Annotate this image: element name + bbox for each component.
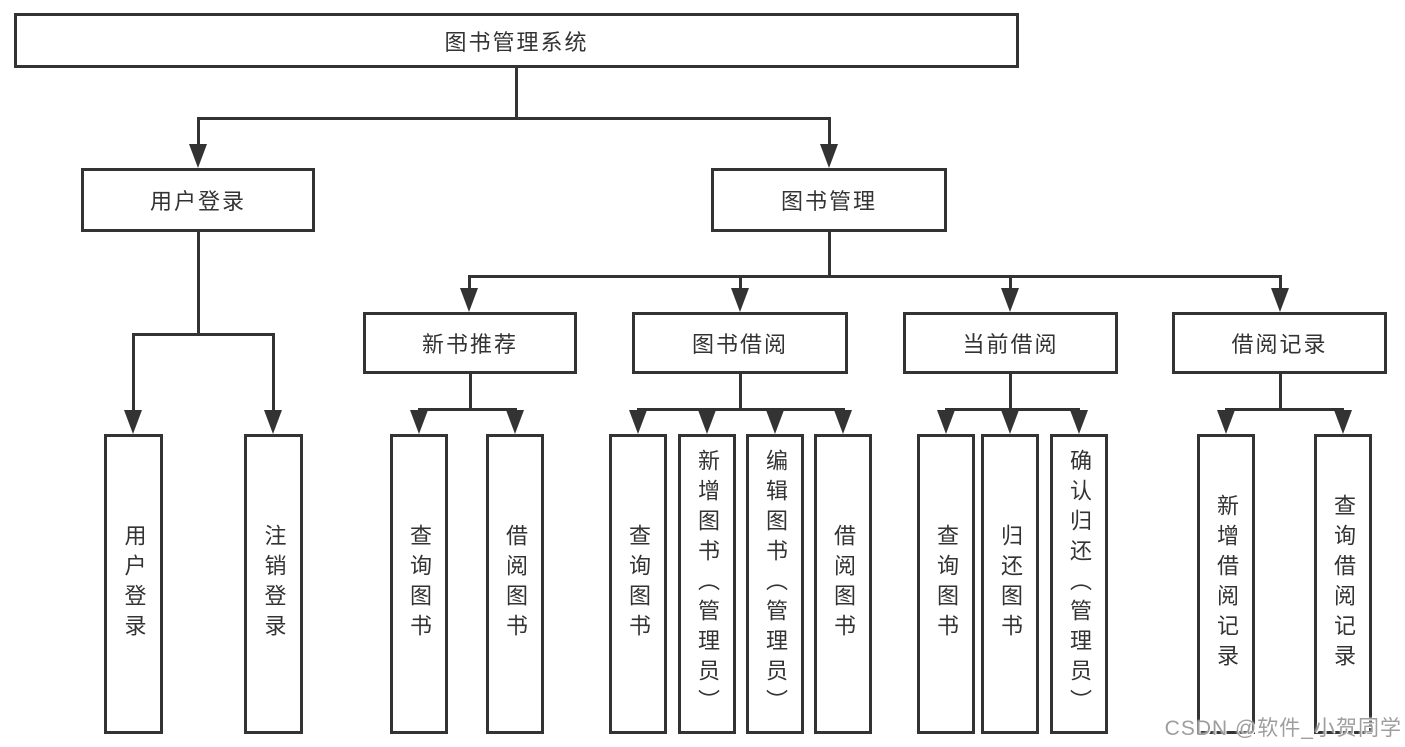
connector xyxy=(197,232,200,333)
arrow-down-icon xyxy=(1217,410,1235,434)
arrow-down-icon xyxy=(937,410,955,434)
node-new-book-recommend: 新书推荐 xyxy=(363,312,577,374)
arrow-down-icon xyxy=(189,144,207,168)
arrow-down-icon xyxy=(1070,410,1088,434)
leaf-borrow-books: 借阅图书 xyxy=(486,434,544,734)
connector xyxy=(132,333,275,336)
leaf-query-books: 查询图书 xyxy=(609,434,667,734)
leaf-label: 新增借阅记录 xyxy=(1214,494,1239,674)
connector xyxy=(1225,408,1344,411)
leaf-label: 查询图书 xyxy=(407,524,432,644)
connector xyxy=(1279,374,1282,408)
node-root: 图书管理系统 xyxy=(14,13,1019,68)
arrow-down-icon xyxy=(506,410,524,434)
connector xyxy=(469,374,472,408)
connector xyxy=(828,117,831,149)
connector xyxy=(418,408,517,411)
watermark: CSDN @软件_小贺同学 xyxy=(1164,717,1402,740)
connector xyxy=(637,408,845,411)
leaf-add-borrow-record: 新增借阅记录 xyxy=(1197,434,1255,734)
arrow-down-icon xyxy=(1001,410,1019,434)
connector xyxy=(828,232,831,275)
node-current-borrow-label: 当前借阅 xyxy=(962,332,1059,357)
connector xyxy=(739,275,742,291)
arrow-down-icon xyxy=(1001,288,1019,312)
leaf-query-books: 查询图书 xyxy=(917,434,975,734)
arrow-down-icon xyxy=(834,410,852,434)
connector xyxy=(945,408,1080,411)
connector xyxy=(1279,275,1282,291)
leaf-add-books-admin: 新增图书（管理员） xyxy=(678,434,736,734)
leaf-edit-books-admin: 编辑图书（管理员） xyxy=(746,434,804,734)
leaf-query-borrow-record: 查询借阅记录 xyxy=(1314,434,1372,734)
arrow-down-icon xyxy=(460,288,478,312)
node-book-borrow-label: 图书借阅 xyxy=(691,332,788,357)
node-user-login-label: 用户登录 xyxy=(149,189,246,214)
leaf-label: 注销登录 xyxy=(261,524,287,644)
leaf-borrow-books: 借阅图书 xyxy=(814,434,872,734)
leaf-label: 新增图书（管理员） xyxy=(695,449,720,719)
leaf-label: 归还图书 xyxy=(998,524,1023,644)
arrow-down-icon xyxy=(731,288,749,312)
node-user-login: 用户登录 xyxy=(81,168,315,232)
arrow-down-icon xyxy=(820,144,838,168)
connector xyxy=(272,333,275,412)
node-book-borrow: 图书借阅 xyxy=(632,312,848,374)
node-root-label: 图书管理系统 xyxy=(444,29,589,55)
leaf-label: 用户登录 xyxy=(121,524,147,644)
leaf-query-books: 查询图书 xyxy=(390,434,448,734)
leaf-label: 查询图书 xyxy=(626,524,651,644)
connector xyxy=(132,333,135,412)
leaf-label: 编辑图书（管理员） xyxy=(763,449,788,719)
leaf-user-login: 用户登录 xyxy=(104,434,163,734)
node-book-management-label: 图书管理 xyxy=(780,189,877,214)
arrow-down-icon xyxy=(1271,288,1289,312)
leaf-label: 查询图书 xyxy=(934,524,959,644)
leaf-label: 确认归还（管理员） xyxy=(1067,449,1092,719)
node-book-management: 图书管理 xyxy=(711,168,947,232)
arrow-down-icon xyxy=(264,410,282,434)
connector xyxy=(515,67,518,117)
node-borrow-records: 借阅记录 xyxy=(1172,312,1387,374)
arrow-down-icon xyxy=(410,410,428,434)
leaf-label: 借阅图书 xyxy=(503,524,528,644)
connector xyxy=(1009,374,1012,408)
arrow-down-icon xyxy=(629,410,647,434)
arrow-down-icon xyxy=(766,410,784,434)
connector xyxy=(468,275,1281,278)
connector xyxy=(739,374,742,408)
connector xyxy=(1009,275,1012,291)
leaf-return-books: 归还图书 xyxy=(981,434,1039,734)
node-new-book-recommend-label: 新书推荐 xyxy=(421,332,518,357)
leaf-confirm-return-admin: 确认归还（管理员） xyxy=(1050,434,1108,734)
connector xyxy=(197,117,200,149)
node-borrow-records-label: 借阅记录 xyxy=(1231,332,1328,357)
arrow-down-icon xyxy=(1334,410,1352,434)
node-current-borrow: 当前借阅 xyxy=(903,312,1118,374)
connector xyxy=(468,275,471,291)
connector xyxy=(197,117,831,120)
arrow-down-icon xyxy=(124,410,142,434)
leaf-logout: 注销登录 xyxy=(244,434,303,734)
leaf-label: 借阅图书 xyxy=(831,524,856,644)
leaf-label: 查询借阅记录 xyxy=(1331,494,1356,674)
arrow-down-icon xyxy=(698,410,716,434)
